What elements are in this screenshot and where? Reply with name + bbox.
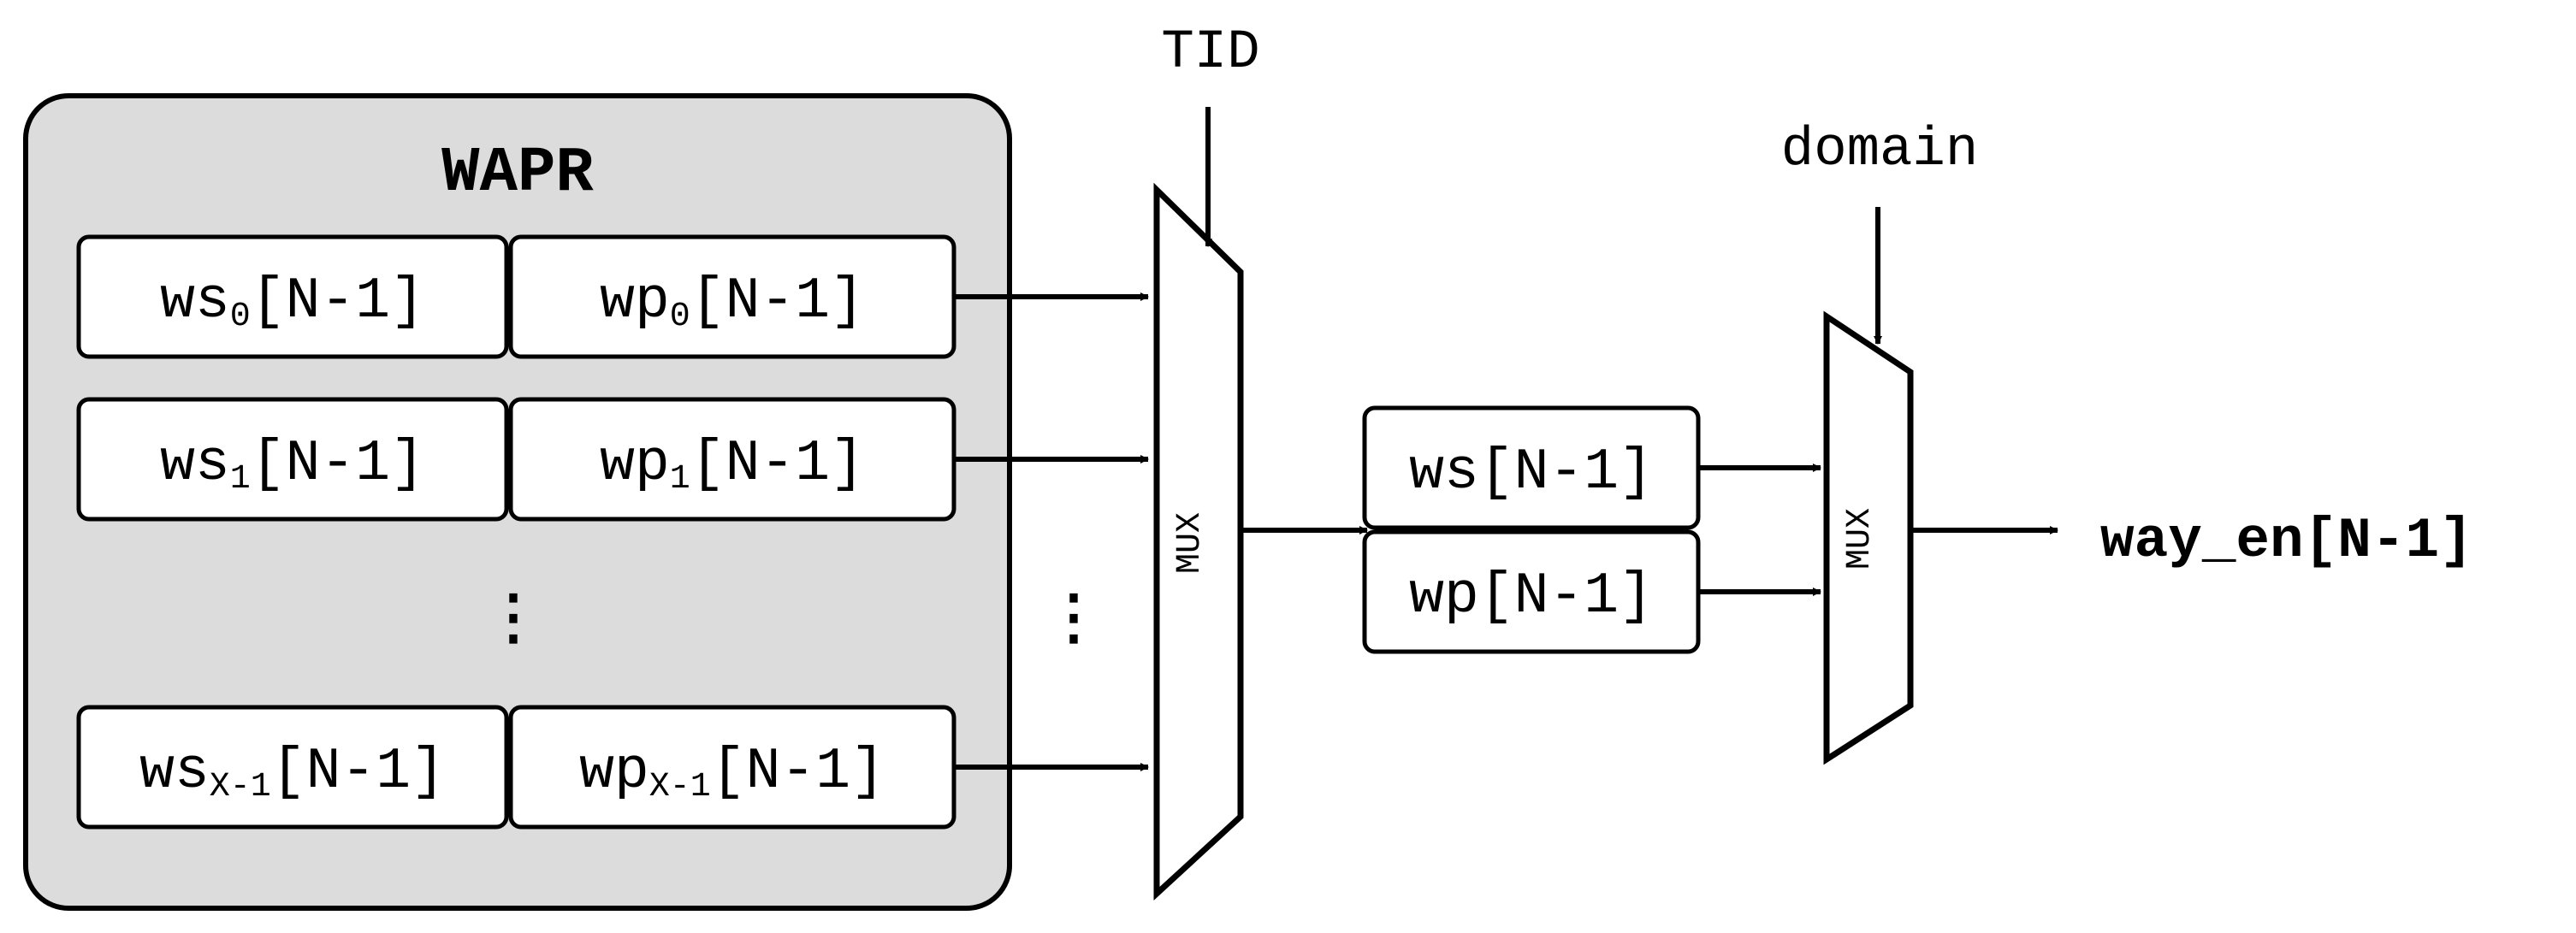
ws1-register <box>76 397 509 522</box>
register-row-0: ws0[N-1] wp0[N-1] <box>76 234 956 359</box>
tid-label: TID <box>1161 22 1259 84</box>
ws1-label: ws1[N-1] <box>160 431 425 499</box>
way-en-output-label: way_en[N-1] <box>2100 509 2473 573</box>
wpx-label: wpX-1[N-1] <box>579 739 885 806</box>
wp1-label: wp1[N-1] <box>600 431 865 499</box>
selected-registers: ws[N-1] wp[N-1] <box>1362 405 1701 654</box>
wapr-ellipsis: ⋮ <box>483 588 543 656</box>
wsx-label: wsX-1[N-1] <box>139 739 446 806</box>
ws0-label: ws0[N-1] <box>160 269 425 336</box>
wsx-register <box>76 705 509 830</box>
wp-label: wp[N-1] <box>1409 564 1654 629</box>
wapr-title: WAPR <box>441 138 594 210</box>
mux2-label: MUX <box>1841 508 1880 570</box>
register-arrows <box>954 292 1149 771</box>
ws0-register <box>76 234 509 359</box>
register-row-1: ws1[N-1] wp1[N-1] <box>76 397 956 522</box>
ws-label: ws[N-1] <box>1409 440 1654 505</box>
mux1: MUX <box>1153 182 1244 901</box>
domain-label: domain <box>1781 120 1978 181</box>
mux1-input-ellipsis: ⋮ <box>1044 588 1104 656</box>
wp0-label: wp0[N-1] <box>600 269 865 336</box>
register-row-x-1: wsX-1[N-1] wpX-1[N-1] <box>76 705 956 830</box>
mux2: MUX <box>1823 310 1914 765</box>
mux1-label: MUX <box>1171 512 1210 574</box>
